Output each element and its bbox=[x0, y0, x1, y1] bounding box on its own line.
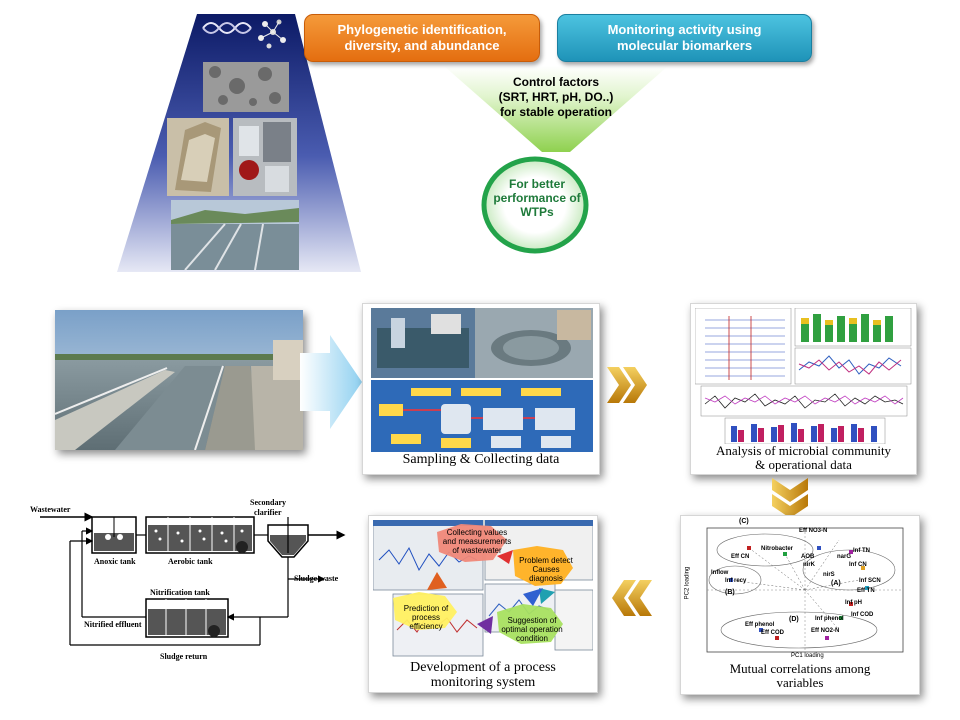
sample-image-trapezoid bbox=[117, 14, 361, 272]
molecule-icon bbox=[258, 19, 286, 49]
pca-label-eff-cod: Eff COD bbox=[761, 630, 784, 636]
pca-group-d: (D) bbox=[789, 616, 799, 623]
pump-icon-2 bbox=[208, 625, 220, 637]
chevron-down-icon bbox=[772, 478, 808, 518]
wastewater-label: Wastewater bbox=[30, 505, 71, 514]
secondary-clarifier-label-1: Secondary bbox=[250, 498, 286, 507]
performance-circle bbox=[481, 156, 589, 254]
pca-label-inf-cod: Inf COD bbox=[851, 612, 874, 618]
anoxic-tank-label: Anoxic tank bbox=[94, 557, 136, 566]
cycle-arrow-blue bbox=[523, 588, 543, 606]
process-flow-diagram bbox=[40, 512, 346, 646]
nitrified-effluent-label: Nitrified effluent bbox=[84, 620, 142, 629]
secondary-clarifier-label-2: clarifier bbox=[254, 508, 282, 517]
sludge-return-label: Sludge return bbox=[160, 652, 208, 661]
correlation-panel: (C) (B) (A) (D) Eff CN Nitrobacter Eff N… bbox=[680, 515, 920, 695]
control-factors-line2: (SRT, HRT, pH, DO..) bbox=[498, 90, 614, 104]
dna-helix-icon bbox=[202, 22, 252, 34]
control-factors-funnel bbox=[444, 66, 668, 152]
pca-label-eff-cn: Eff CN bbox=[731, 554, 750, 560]
pca-label-inflow: Inflow bbox=[711, 570, 729, 576]
pca-label-narg: narG bbox=[837, 554, 852, 560]
analysis-panel: Analysis of microbial community & operat… bbox=[690, 303, 917, 475]
monitoring-text: Monitoring activity using molecular biom… bbox=[607, 22, 762, 53]
cycle-suggest-text: Suggestion of optimal operation conditio… bbox=[501, 616, 563, 643]
sludge-waste-label: Sludge waste bbox=[294, 574, 339, 583]
detect-octagon bbox=[513, 546, 573, 586]
treatment-plant-photo bbox=[54, 310, 303, 451]
pca-label-eff-no3: Eff NO3-N bbox=[799, 528, 828, 534]
cycle-arrow-red bbox=[497, 550, 513, 564]
pca-label-inf-scn: Inf SCN bbox=[859, 578, 881, 584]
phylogenetic-identification-box: Phylogenetic identification, diversity, … bbox=[304, 14, 540, 62]
chevron-right-icon bbox=[607, 367, 647, 403]
pca-label-inf-tn: Inf TN bbox=[853, 548, 870, 554]
pca-label-eff-tn: Eff TN bbox=[857, 588, 875, 594]
nitrification-tank-label: Nitrification tank bbox=[150, 588, 210, 597]
pca-label-inf-recy: Inf recy bbox=[725, 578, 747, 584]
suggest-octagon bbox=[497, 604, 563, 644]
pca-label-inf-cn: Inf CN bbox=[849, 562, 867, 568]
monitoring-system-screens bbox=[373, 520, 593, 657]
pca-loading-plot bbox=[706, 527, 904, 653]
pca-label-nitrobacter: Nitrobacter bbox=[761, 546, 794, 552]
monitoring-activity-box: Monitoring activity using molecular biom… bbox=[557, 14, 812, 62]
analysis-caption-line1: Analysis of microbial community bbox=[715, 443, 892, 458]
cycle-arrow-orange bbox=[427, 572, 447, 590]
pca-y-axis-label: PC2 loading bbox=[684, 566, 691, 600]
development-caption-line2: monitoring system bbox=[430, 675, 536, 690]
pca-label-inf-ph: Inf pH bbox=[845, 600, 862, 606]
analysis-caption: Analysis of microbial community & operat… bbox=[691, 444, 916, 472]
cycle-collect-text: Collecting values and measurements of wa… bbox=[442, 528, 512, 555]
cycle-arrow-teal bbox=[539, 588, 555, 604]
community-graph bbox=[695, 308, 792, 385]
control-factors-line3: for stable operation bbox=[499, 105, 612, 119]
predict-octagon bbox=[393, 592, 457, 630]
pump-icon bbox=[236, 541, 248, 553]
pca-label-eff-phenol: Eff phenol bbox=[745, 622, 775, 628]
pca-label-nirs: nirS bbox=[823, 572, 835, 578]
pca-group-c: (C) bbox=[739, 518, 749, 525]
right-arrow-icon bbox=[300, 335, 362, 429]
cycle-predict-text: Prediction of process efficiency bbox=[403, 604, 449, 631]
development-panel: Collecting values and measurements of wa… bbox=[368, 515, 598, 693]
pca-group-b: (B) bbox=[725, 589, 735, 596]
control-factors-text: Control factors (SRT, HRT, pH, DO..) for… bbox=[470, 75, 642, 120]
analysis-caption-line2: & operational data bbox=[755, 457, 852, 472]
pca-label-inf-phenol: Inf phenol bbox=[815, 616, 844, 622]
cycle-detect-text: Problem detect Causes diagnosis bbox=[519, 556, 573, 583]
pca-label-aob: AOB bbox=[801, 554, 815, 560]
pca-label-eff-no2: Eff NO2-N bbox=[811, 628, 840, 634]
sampling-panel: Sampling & Collecting data bbox=[362, 303, 600, 475]
development-caption-line1: Development of a process bbox=[410, 660, 556, 675]
development-caption: Development of a process monitoring syst… bbox=[369, 660, 597, 690]
collect-octagon bbox=[437, 524, 507, 562]
control-factors-line1: Control factors bbox=[512, 75, 599, 89]
correlation-caption: Mutual correlations among variables bbox=[681, 662, 919, 690]
performance-text: For better performance of WTPs bbox=[493, 177, 581, 219]
correlation-caption-line2: variables bbox=[776, 675, 824, 690]
aerobic-tank-label: Aerobic tank bbox=[168, 557, 213, 566]
pca-label-nirk: nirK bbox=[803, 562, 815, 568]
correlation-caption-line1: Mutual correlations among bbox=[729, 661, 871, 676]
chevron-left-icon bbox=[612, 580, 652, 616]
cycle-arrow-purple bbox=[477, 616, 493, 634]
pca-x-axis-label: PC1 loading bbox=[791, 653, 824, 659]
sampling-caption: Sampling & Collecting data bbox=[402, 452, 560, 467]
pca-group-a: (A) bbox=[831, 580, 841, 587]
phylogenetic-text: Phylogenetic identification, diversity, … bbox=[337, 22, 507, 53]
